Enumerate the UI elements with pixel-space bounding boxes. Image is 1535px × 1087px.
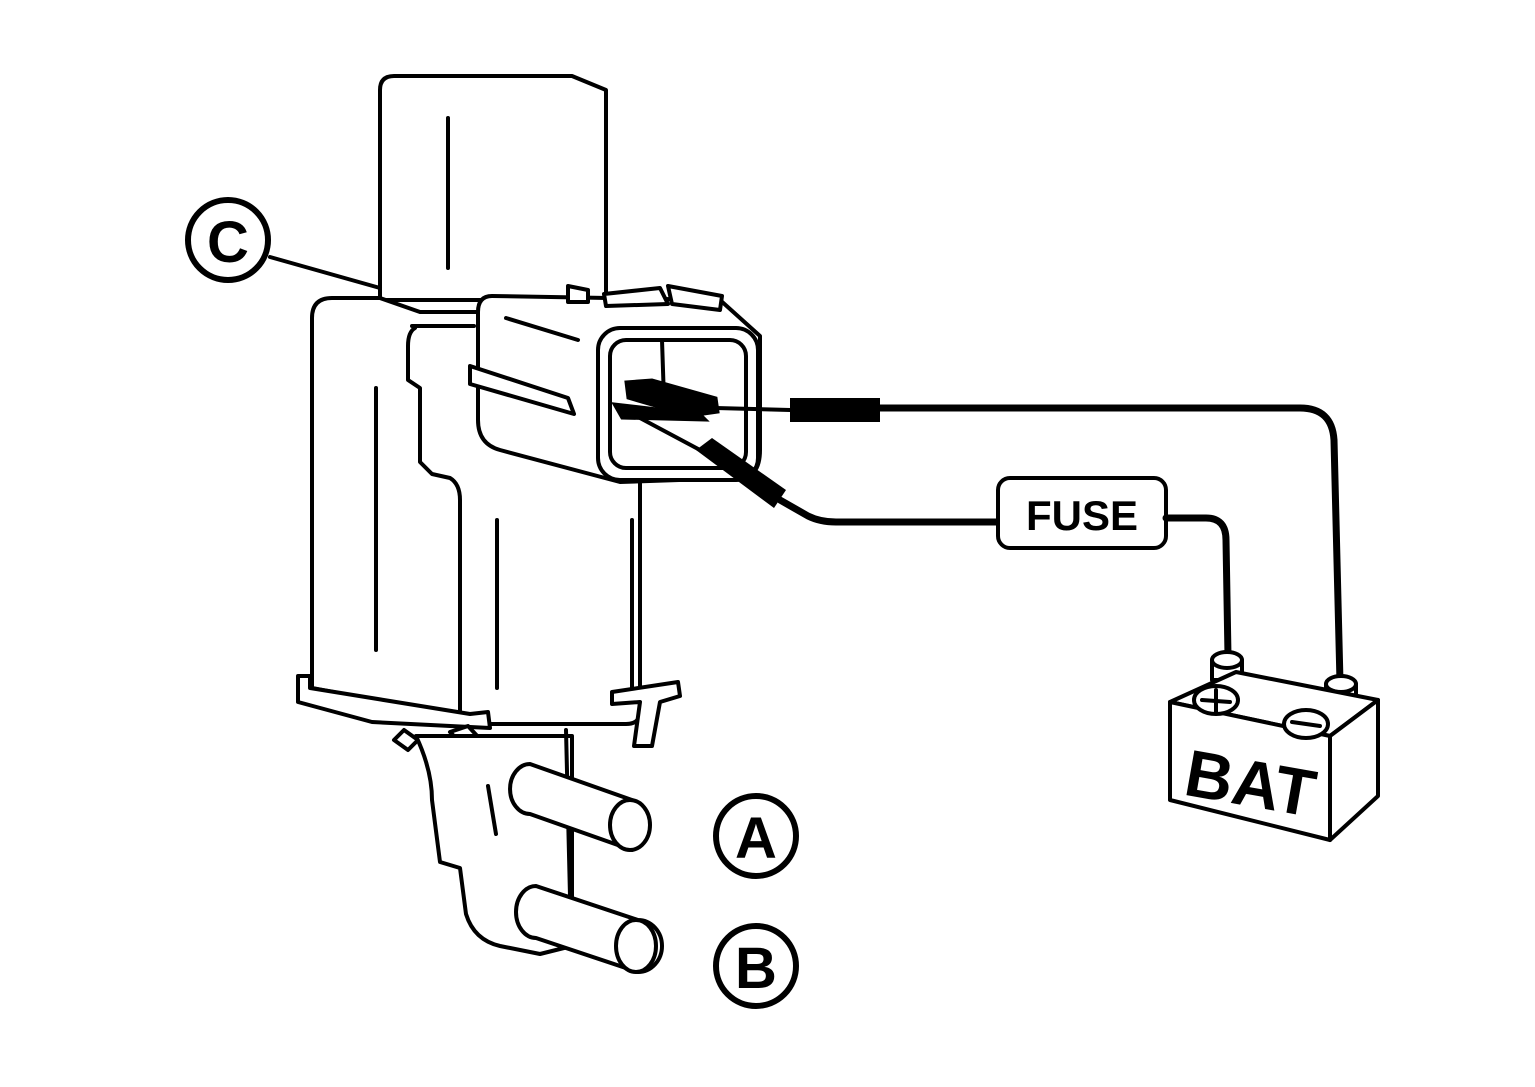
connector-face-inner (608, 338, 748, 470)
callout-c: C (185, 197, 271, 283)
callout-c-circle (185, 197, 271, 283)
lower-lead-clip (696, 438, 786, 508)
battery-minus-h (1290, 720, 1322, 728)
upper-wire (876, 404, 1344, 686)
connector-latch-3 (666, 284, 724, 312)
connector-latch-1 (566, 284, 590, 304)
valve-tab-left (392, 728, 420, 752)
callout-c-leader (268, 255, 382, 290)
callout-a-circle (713, 793, 799, 879)
valve-lower-line (486, 784, 498, 836)
battery: BAT (1168, 650, 1380, 842)
callout-a-label: A (735, 806, 777, 871)
connector-terminal-1 (624, 378, 720, 418)
callout-b-label: B (735, 936, 777, 1001)
valve-right-bracket (610, 680, 682, 748)
connector-lock-tab (468, 364, 576, 416)
valve-connector (468, 284, 762, 484)
callout-b: B (713, 923, 799, 1009)
fuse-to-battery-wire (1162, 514, 1232, 660)
valve-inner-outline (406, 326, 462, 724)
battery-positive-post-top (1210, 650, 1244, 670)
upper-lead-thin (714, 406, 792, 412)
connector-latch-2 (602, 286, 670, 308)
fuse-box (996, 476, 1168, 550)
lower-wire (776, 496, 1002, 526)
port-b-opening (614, 918, 658, 974)
upper-lead-clip (790, 398, 880, 422)
callout-b-circle (713, 923, 799, 1009)
fuse: FUSE (996, 476, 1232, 660)
valve-mounting-flange (296, 674, 492, 730)
port-a-opening (608, 798, 652, 852)
port-b (514, 884, 664, 974)
connector-ridge (504, 316, 580, 342)
valve-top-housing (378, 74, 608, 302)
callout-c-label: C (207, 210, 249, 275)
port-a (508, 762, 652, 852)
lower-lead-thin (638, 416, 702, 452)
fuse-label: FUSE (1026, 492, 1138, 539)
callout-a: A (713, 793, 799, 879)
battery-side-face (1328, 698, 1380, 842)
test-leads (638, 398, 1344, 686)
connector-terminal-2 (611, 402, 710, 422)
